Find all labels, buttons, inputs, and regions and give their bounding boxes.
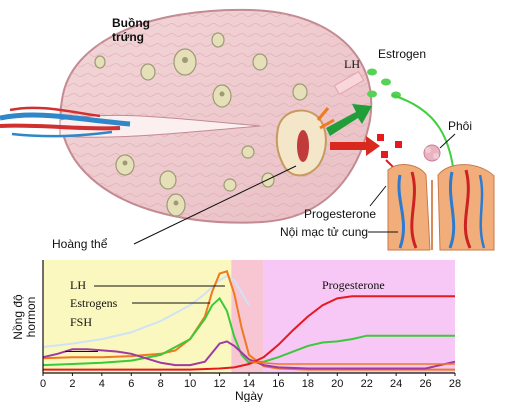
estrogen-top-label: Estrogen [378, 47, 426, 61]
estrogen-arrow [326, 104, 372, 136]
embryo [423, 144, 441, 162]
chart-line-lh [42, 270, 455, 371]
chart-x-tick-label: 16 [272, 378, 284, 390]
chart-x-tick-label: 22 [361, 378, 373, 390]
chart-band-ovulation [231, 260, 264, 373]
estrogen-particles [367, 68, 401, 99]
chart-x-tick-label: 8 [158, 378, 164, 390]
lh-arrow [333, 70, 365, 96]
chart-x-tick-label: 24 [390, 378, 402, 390]
ovary-illustration [0, 8, 373, 224]
chart-x-tick-label: 18 [302, 378, 314, 390]
chart-x-tick-label: 10 [184, 378, 196, 390]
chart-line-lh_lowtail [248, 360, 455, 365]
corpus-luteum-label: Hoàng thể [52, 237, 108, 251]
embryo-label: Phôi [448, 119, 472, 133]
chart-x-tick-label: 4 [99, 378, 105, 390]
chart-y-axis-label: Nồng độhormon [11, 294, 38, 340]
chart-line-estrogens [42, 296, 455, 367]
endometrium-label: Nội mạc tử cung [280, 225, 368, 239]
lh-top-label: LH [344, 57, 360, 71]
chart-x-tick-label: 20 [331, 378, 343, 390]
chart-series-label-lh: LH [70, 278, 86, 292]
chart-line-fsh [42, 340, 456, 370]
endometrium-illustration [387, 164, 495, 251]
chart-band-follicular [43, 260, 232, 373]
progesterone-top-label: Progesterone [304, 207, 376, 221]
chart-band-luteal [263, 260, 455, 373]
corpus-luteum [275, 109, 327, 177]
progesterone-particles [377, 134, 402, 158]
chart-x-tick-label: 28 [449, 378, 461, 390]
chart-x-tick-label: 14 [243, 378, 255, 390]
chart-line-progesterone [43, 295, 455, 371]
chart-x-axis-label: Ngày [235, 389, 263, 402]
chart-x-tick-label: 6 [128, 378, 134, 390]
progesterone-arrow [330, 136, 380, 156]
chart-series-label-estrogens: Estrogens [70, 296, 118, 310]
chart-series-label-progesterone: Progesterone [322, 278, 385, 292]
chart-x-tick-label: 26 [419, 378, 431, 390]
chart-x-tick-label: 0 [40, 378, 46, 390]
chart-x-tick-label: 2 [69, 378, 75, 390]
chart-x-tick-label: 12 [213, 378, 225, 390]
chart-series-label-fsh: FSH [70, 315, 92, 329]
